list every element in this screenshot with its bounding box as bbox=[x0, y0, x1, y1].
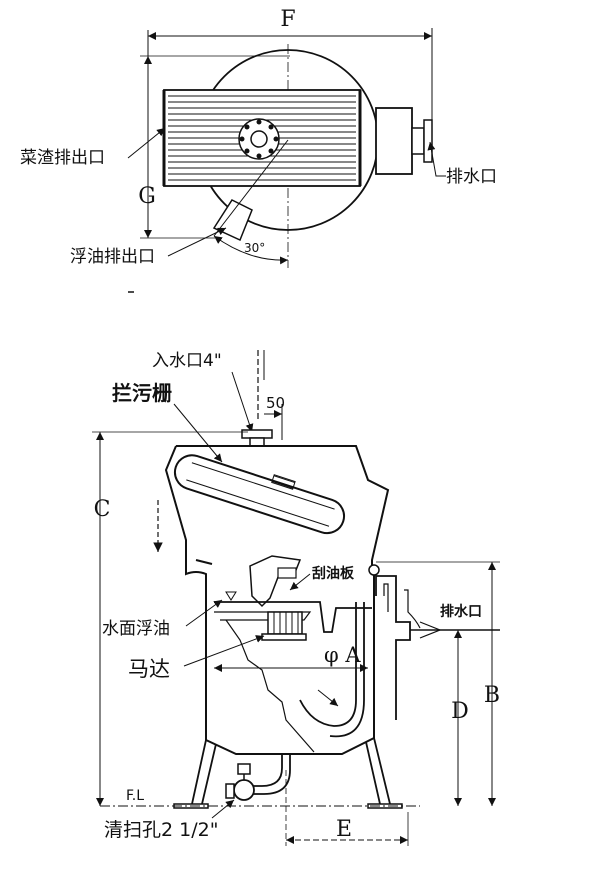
scraper bbox=[249, 555, 302, 608]
motor-label: 马达 bbox=[128, 657, 170, 681]
dim-C-label: C bbox=[94, 497, 111, 522]
dim-D-label: D bbox=[451, 699, 469, 724]
tank-hopper bbox=[164, 445, 390, 572]
motor bbox=[261, 611, 307, 641]
break-line bbox=[225, 619, 315, 753]
tank-body bbox=[185, 562, 375, 755]
drain-box-top bbox=[375, 107, 433, 175]
scraper-label: 刮油板 bbox=[312, 565, 355, 582]
cleanout-label: 清扫孔2 1/2" bbox=[104, 819, 218, 841]
cleanout-valve bbox=[225, 754, 291, 801]
angle-label: 30° bbox=[244, 241, 265, 255]
top-view: F G bbox=[20, 7, 497, 268]
flange-top bbox=[238, 118, 280, 160]
dim-E-label: E bbox=[336, 817, 352, 842]
screen-side bbox=[173, 454, 346, 535]
drain-label-top: 排水口 bbox=[446, 167, 497, 187]
drain-label-side: 排水口 bbox=[440, 603, 482, 620]
dim-50-label: 50 bbox=[266, 394, 285, 412]
dim-G-label: G bbox=[138, 184, 156, 209]
oil-outlet-label: 浮油排出口 bbox=[70, 247, 155, 267]
screen-label: 拦污栅 bbox=[112, 381, 172, 405]
residue-outlet-label: 菜渣排出口 bbox=[20, 148, 105, 168]
oil-outlet-top bbox=[212, 199, 253, 242]
legs bbox=[173, 737, 403, 809]
internal-pipe bbox=[299, 602, 357, 727]
dim-B-label: B bbox=[484, 683, 500, 708]
drain-riser bbox=[375, 575, 411, 720]
diameter-label: φ A bbox=[324, 643, 361, 667]
floor-label: F.L bbox=[126, 788, 144, 804]
dim-F-label: F bbox=[280, 7, 295, 32]
surface-oil-label: 水面浮油 bbox=[102, 619, 170, 639]
water-weir bbox=[214, 601, 372, 633]
inlet-label: 入水口4" bbox=[152, 351, 222, 371]
side-view: 入水口4" 50 拦污栅 C bbox=[92, 350, 500, 846]
